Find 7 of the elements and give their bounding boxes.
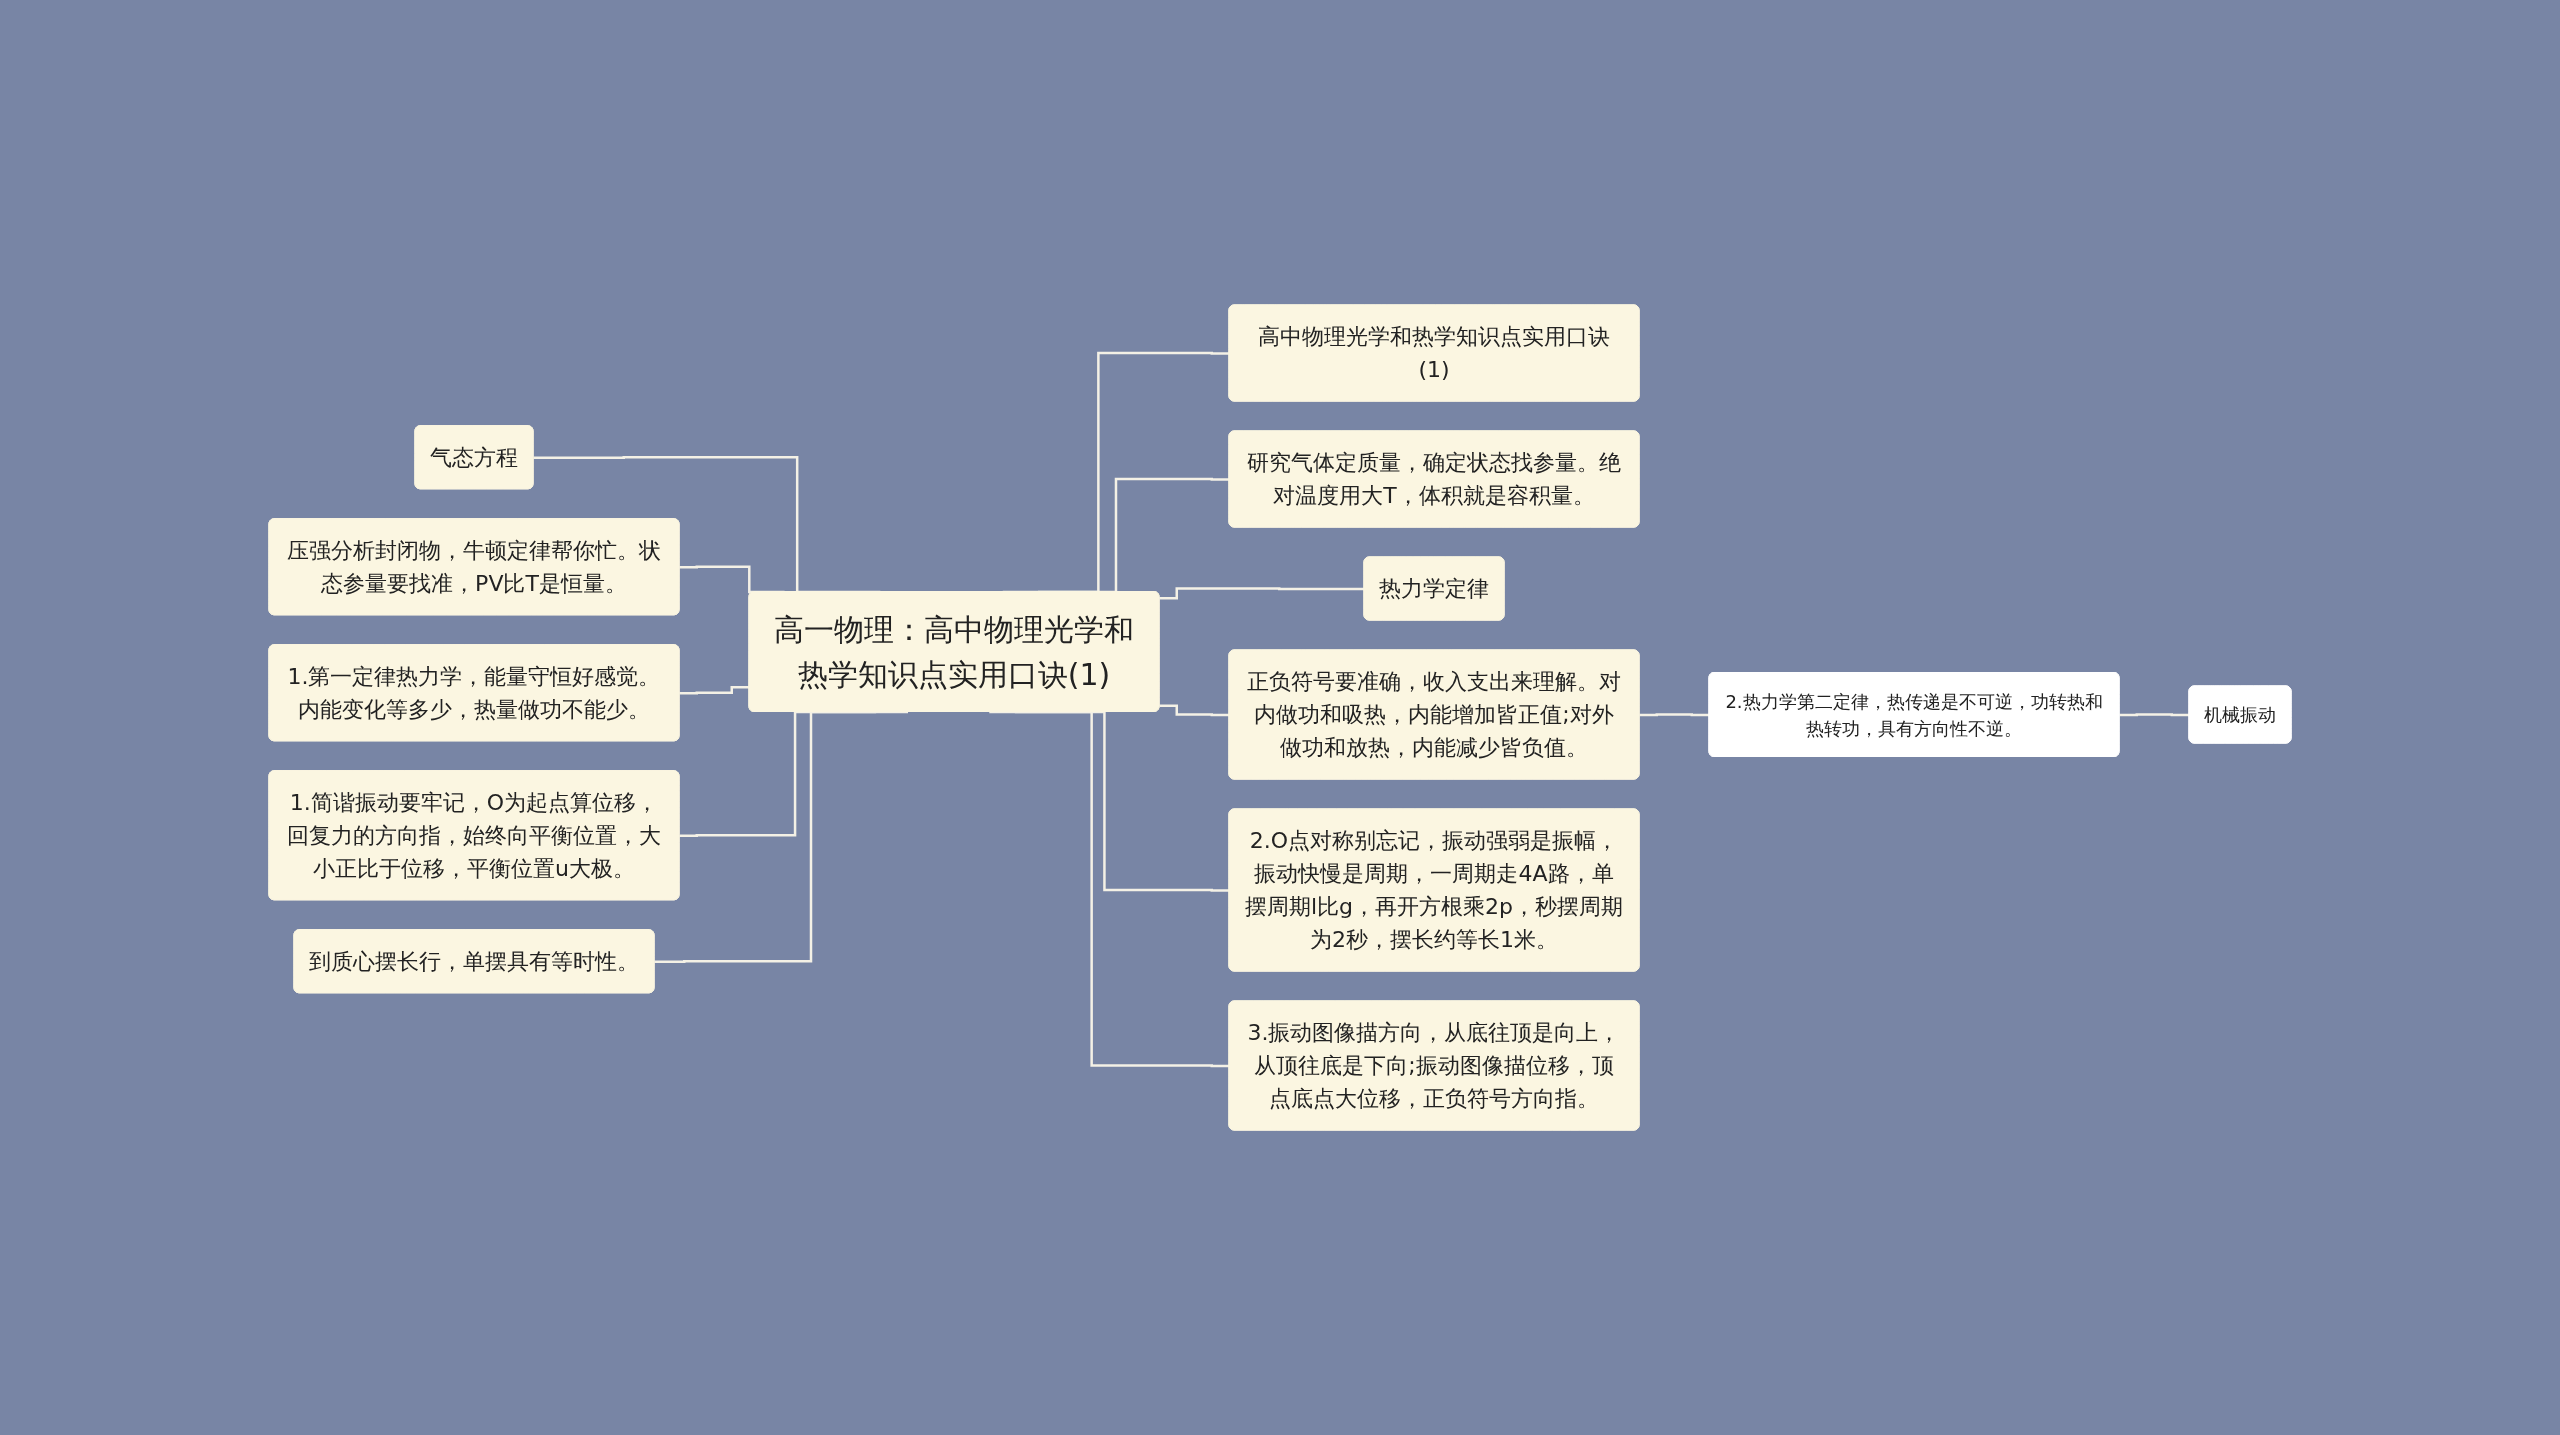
connector	[1639, 713, 1710, 717]
connector	[1159, 587, 1365, 600]
connector	[2119, 713, 2190, 717]
connector	[1159, 704, 1230, 717]
connector	[679, 686, 750, 695]
connector	[989, 710, 1230, 1068]
connector	[654, 710, 908, 963]
